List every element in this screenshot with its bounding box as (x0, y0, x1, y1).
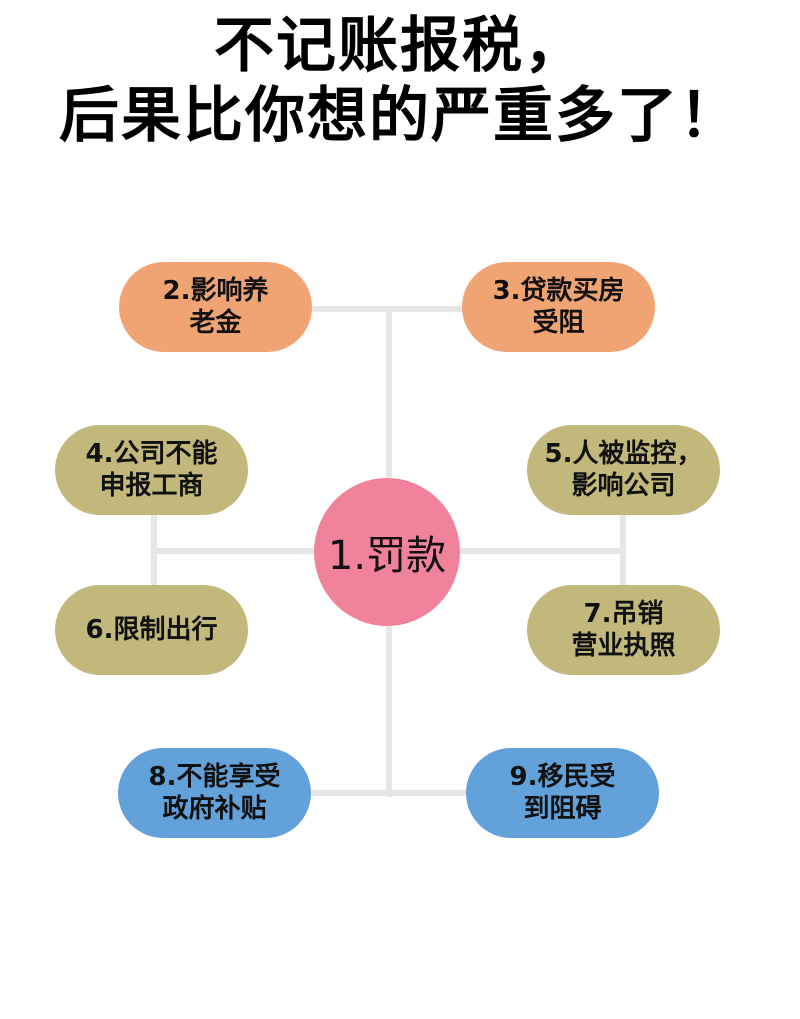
node-license-revoked: 7.吊销 营业执照 (527, 585, 720, 675)
connector-bottom-horizontal (305, 790, 471, 796)
node-monitored: 5.人被监控， 影响公司 (527, 425, 720, 515)
node-mortgage: 3.贷款买房 受阻 (462, 262, 655, 352)
node-label: 9.移民受 到阻碍 (509, 762, 616, 824)
connector-right-vertical (620, 510, 626, 590)
connector-top-horizontal (305, 306, 467, 312)
node-subsidy: 8.不能享受 政府补贴 (118, 748, 311, 838)
node-pension: 2.影响养 老金 (119, 262, 312, 352)
node-business-registration: 4.公司不能 申报工商 (55, 425, 248, 515)
title-line-1: 不记账报税， (214, 11, 586, 81)
node-label: 5.人被监控， 影响公司 (544, 439, 703, 501)
node-label: 3.贷款买房 受阻 (492, 276, 625, 338)
node-immigration: 9.移民受 到阻碍 (466, 748, 659, 838)
connector-left-vertical (151, 510, 157, 590)
node-label: 2.影响养 老金 (162, 276, 269, 338)
title-line-2: 后果比你想的严重多了！ (59, 81, 741, 151)
node-label: 8.不能享受 政府补贴 (148, 762, 281, 824)
node-label: 4.公司不能 申报工商 (85, 439, 218, 501)
node-label: 7.吊销 营业执照 (571, 599, 676, 661)
center-node-fine: 1.罚款 (314, 478, 460, 626)
center-node-label: 1.罚款 (327, 533, 447, 579)
node-travel-restriction: 6.限制出行 (55, 585, 248, 675)
node-label: 6.限制出行 (85, 615, 218, 645)
